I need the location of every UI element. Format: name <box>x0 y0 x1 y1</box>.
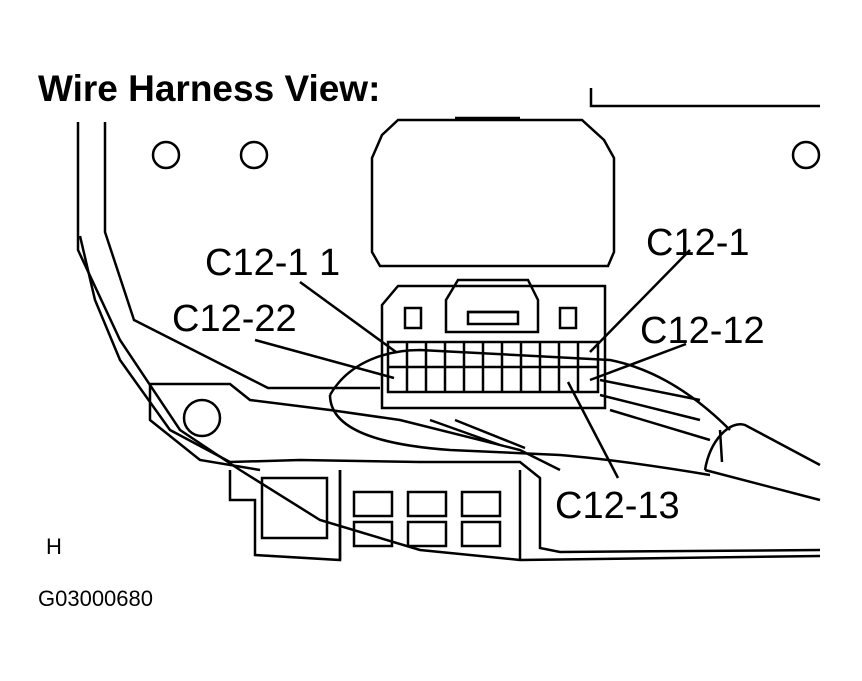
leader-c12-13 <box>566 381 620 479</box>
panel-edge-right <box>589 88 820 108</box>
mounting-hole-1 <box>151 140 181 170</box>
figure-code: G03000680 <box>38 586 153 611</box>
fuse-slot <box>406 520 448 548</box>
lock-tab-window <box>466 310 520 326</box>
label-c12-22: C12-22 <box>172 298 297 340</box>
fuse-slot <box>352 490 394 518</box>
harness-strand <box>429 418 526 450</box>
bracket-bolt-hole <box>182 398 222 438</box>
leader-c12-12 <box>589 342 687 382</box>
fuse-slot <box>406 490 448 518</box>
label-c12-1: C12-1 <box>646 222 750 264</box>
panel-contour-outer <box>76 122 821 562</box>
fuse-block-outline <box>338 470 522 560</box>
harness-wires <box>599 378 711 442</box>
connector-latch-left <box>403 306 423 330</box>
harness-bundle-bottom <box>328 394 711 477</box>
fuse-slot <box>352 520 394 548</box>
harness-tape <box>718 429 724 463</box>
bracket-left <box>148 384 261 472</box>
mounting-hole-2 <box>239 140 269 170</box>
lower-block-box <box>260 476 329 540</box>
view-marker: H <box>46 534 62 559</box>
leader-c12-22 <box>254 338 395 380</box>
label-c12-11: C12-1 1 <box>205 242 341 284</box>
mounting-hole-3 <box>791 140 821 170</box>
connector-lock-tab <box>444 278 540 334</box>
panel-contour-inner <box>103 122 380 390</box>
fuse-slot <box>460 520 502 548</box>
connector-c12-housing <box>380 284 607 410</box>
diagram-title: Wire Harness View: <box>38 68 381 109</box>
relay-module <box>370 118 616 268</box>
fuse-slot <box>460 490 502 518</box>
connector-latch-right <box>558 306 578 330</box>
bracket-top <box>150 382 561 472</box>
leader-c12-1 <box>589 249 691 353</box>
harness-sleeve <box>703 423 821 471</box>
harness-sleeve-bottom <box>704 468 821 502</box>
label-c12-13: C12-13 <box>555 485 680 527</box>
lower-block-left <box>228 470 342 562</box>
label-c12-12: C12-12 <box>640 310 765 352</box>
panel-contour-lower <box>78 235 821 554</box>
leader-c12-11 <box>299 280 397 354</box>
